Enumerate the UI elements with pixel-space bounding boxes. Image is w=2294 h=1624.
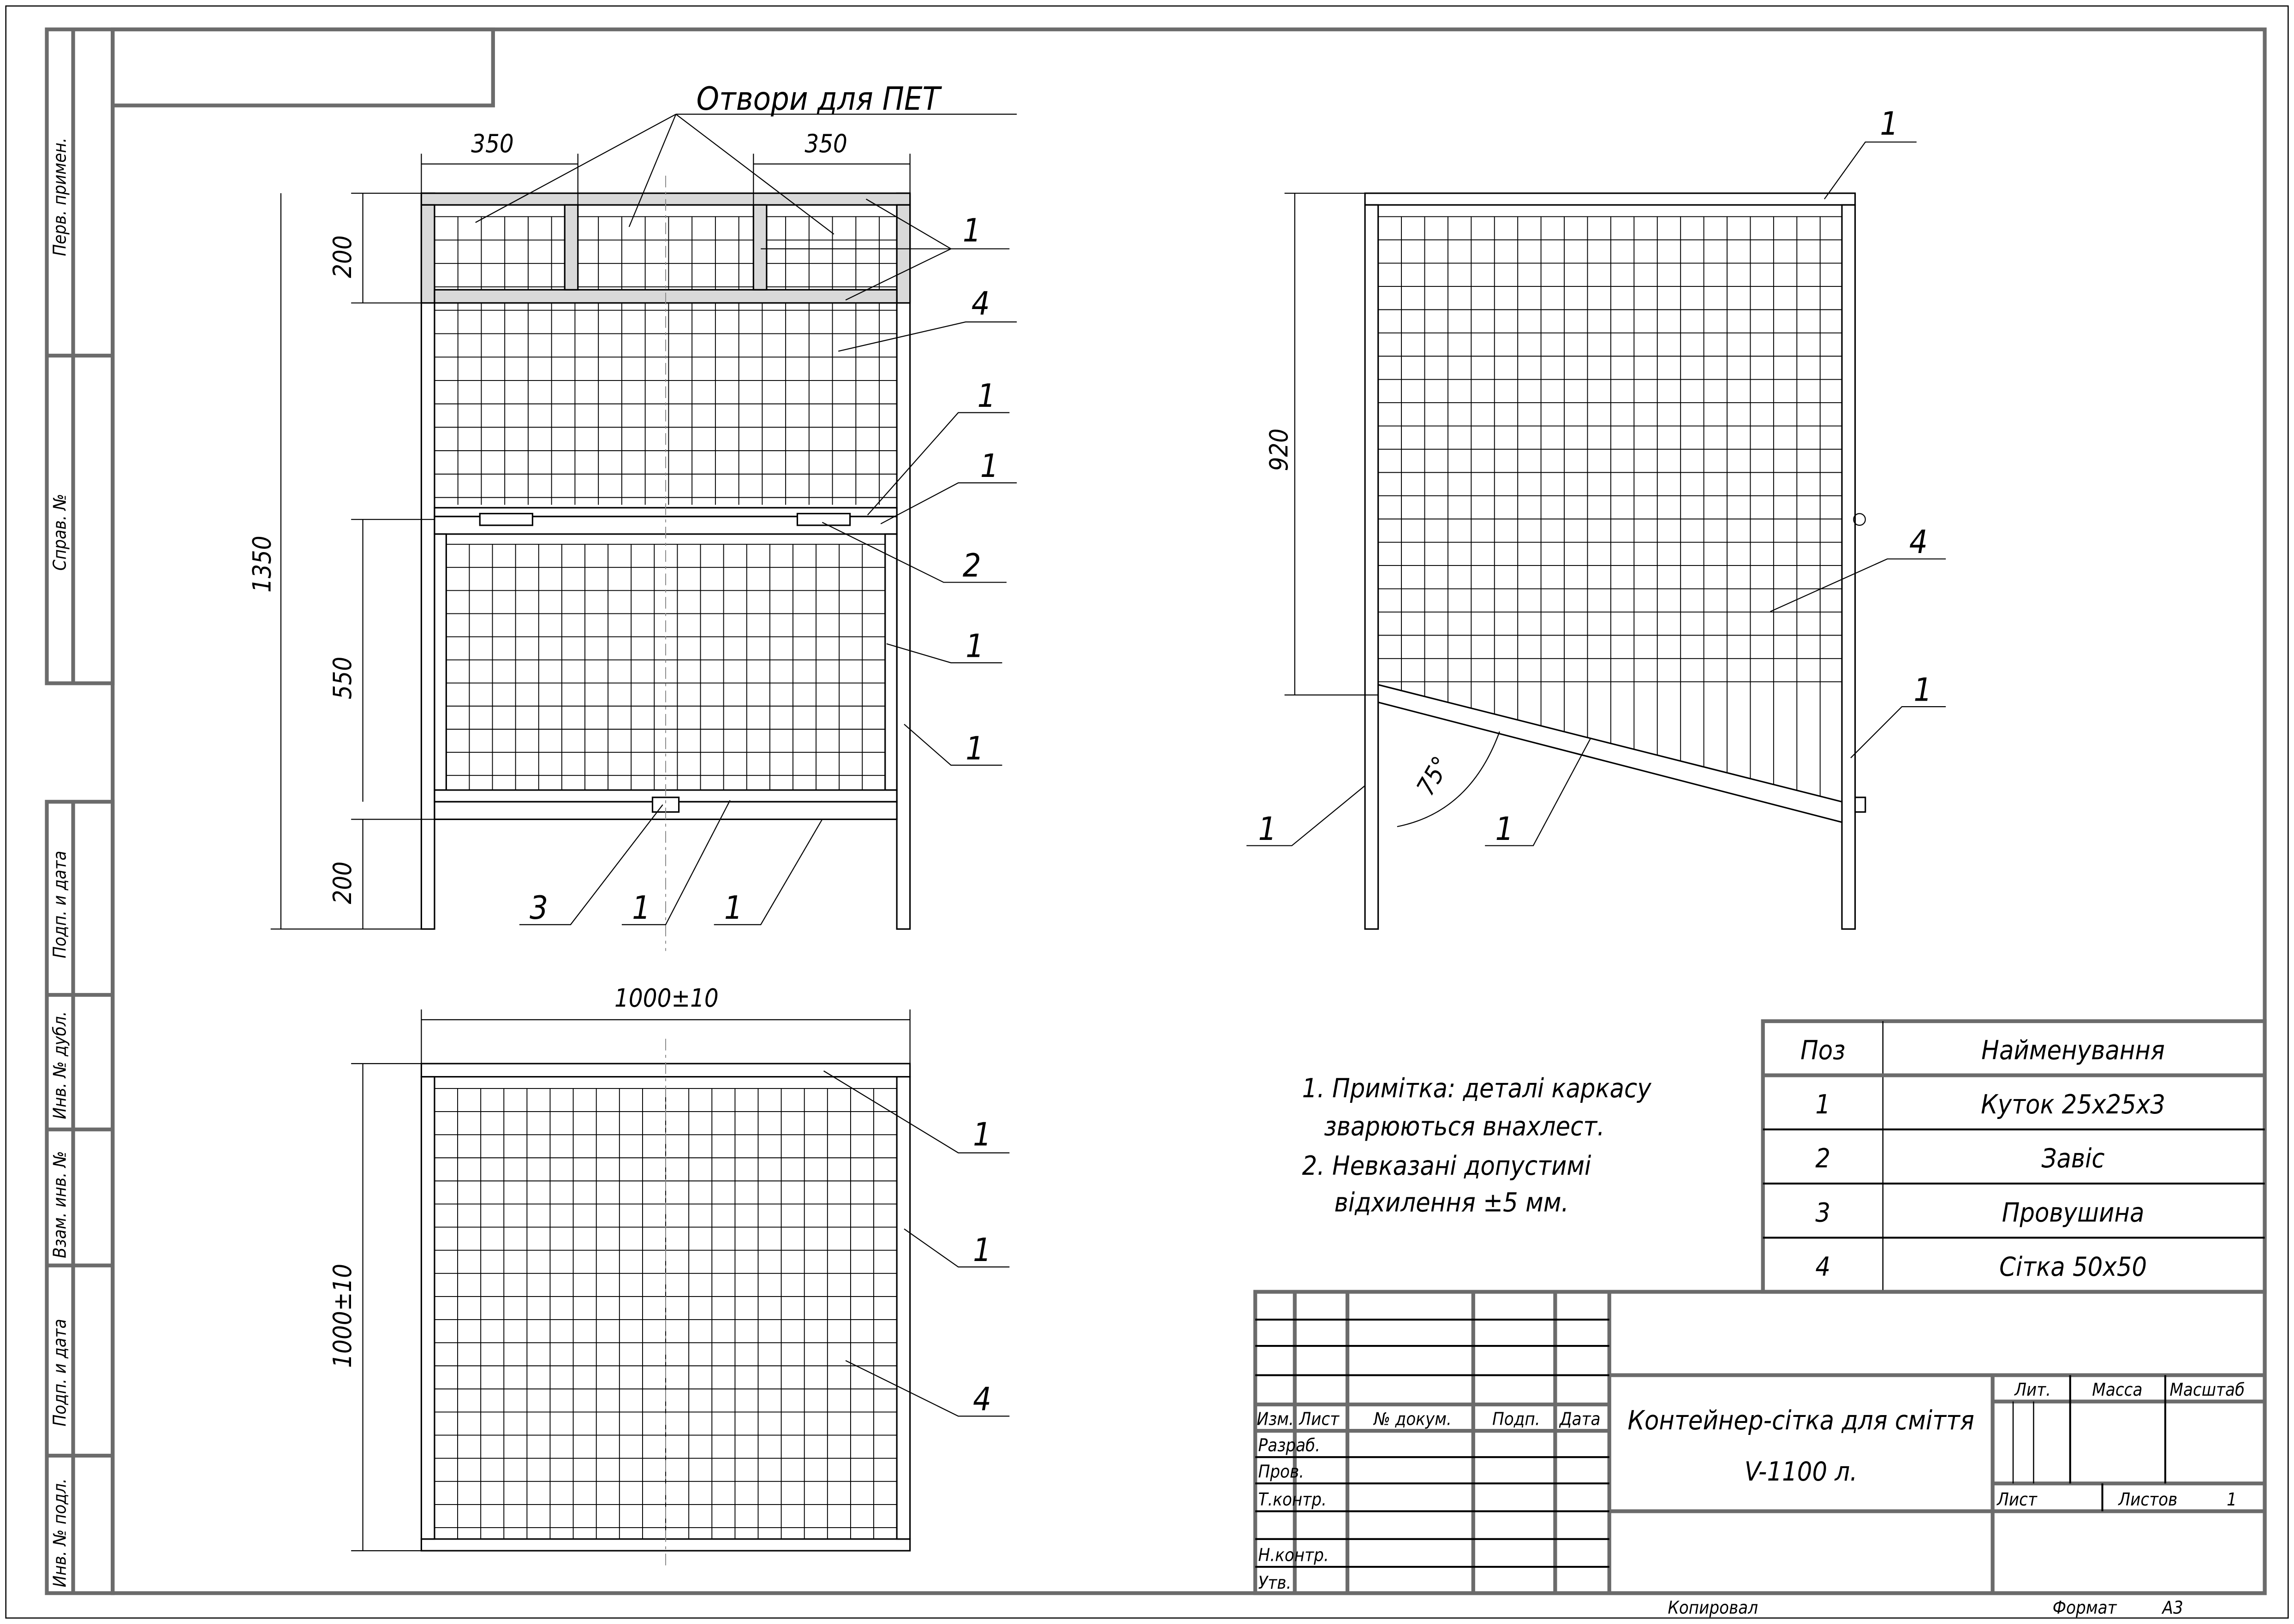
callout: 1 [963,212,981,250]
header-pos: Поз [1800,1035,1845,1065]
callout: 3 [530,889,548,927]
format-value: А3 [2162,1598,2183,1618]
role-label: Разраб. [1258,1435,1321,1455]
dim-side-height: 920 [1264,428,1293,471]
dim-top-depth: 1000±10 [328,1264,357,1368]
col-label: Изм. [1257,1409,1294,1429]
lit-label: Лит. [2014,1380,2051,1400]
hinge [796,512,851,526]
role-label: Н.контр. [1258,1545,1329,1565]
callout: 1 [973,1116,991,1154]
copied-label: Копировал [1668,1598,1758,1618]
title-block: Изм. Лист № докум. Подп. Дата Разраб. Пр… [1253,1290,2267,1618]
side-label: Справ. № [50,494,70,571]
cell-pos: 3 [1815,1198,1830,1228]
col-label: Подп. [1492,1409,1540,1429]
dim-width-left: 350 [471,129,514,158]
note-line: зварюються внахлест. [1324,1111,1604,1142]
parts-table: Поз Найменування 1 Куток 25х25х3 2 Завіс… [1761,1019,2267,1294]
front-view: Отвори для ПЕТ 350 350 200 1350 550 200 … [248,80,1017,951]
col-label: Лист [1299,1409,1340,1429]
drawing-subtitle: V-1100 л. [1745,1457,1858,1487]
side-label: Подп. и дата [50,851,70,958]
cell-pos: 4 [1815,1252,1830,1282]
sheets-label: Листов [2118,1489,2177,1510]
cell-name: Куток 25х25х3 [1981,1089,2165,1120]
callout: 4 [1909,523,1928,561]
header-name: Найменування [1981,1035,2165,1065]
side-top-bar [1364,192,1856,206]
callout: 2 [963,547,981,584]
callout: 1 [973,1231,991,1269]
hinge [479,512,534,526]
callout: 1 [965,730,984,767]
callout: 1 [980,447,999,485]
callout: 1 [1880,105,1898,143]
role-label: Т.контр. [1258,1489,1327,1510]
mesh-side [1377,216,1842,797]
side-right-post [1841,204,1856,930]
note-line: відхилення ±5 мм. [1334,1187,1568,1218]
scale-label: Масштаб [2169,1380,2245,1400]
pet-divider [564,204,579,291]
pet-divider [752,204,768,291]
dim-leg-height: 200 [328,862,357,904]
dim-door-height: 550 [328,657,357,700]
dim-total-height: 1350 [248,535,277,592]
callout: 4 [973,1381,991,1418]
callout: 1 [724,889,743,927]
callout: 1 [965,627,984,665]
callout: 1 [977,377,996,415]
drawing-title: Контейнер-сітка для сміття [1628,1405,1974,1436]
side-label: Инв. № дубл. [50,1011,70,1119]
side-label: Перв. примен. [50,137,70,256]
angle-label: 75° [1411,751,1456,800]
side-left-post [1364,204,1379,930]
top-left-box [111,27,495,107]
cell-name: Завіс [2042,1143,2105,1174]
sheet-label: Лист [1996,1489,2038,1510]
note-line: 1. Примітка: деталі каркасу [1302,1073,1652,1104]
role-label: Пров. [1258,1462,1304,1482]
cell-name: Сітка 50х50 [1999,1252,2147,1282]
col-label: № докум. [1373,1409,1452,1429]
pet-holes-label: Отвори для ПЕТ [697,80,942,118]
side-diagonal-bar [1377,684,1843,823]
callout: 1 [1258,810,1277,848]
dim-top-width: 1000±10 [614,983,719,1012]
top-view: 1000±10 1000±10 1 1 4 [328,983,1010,1565]
outer-border [5,5,2289,1619]
cell-pos: 1 [1815,1089,1830,1120]
callout: 1 [1495,810,1513,848]
notes: 1. Примітка: деталі каркасу зварюються в… [1302,1073,1652,1218]
mass-label: Масса [2092,1380,2142,1400]
cell-name: Провушина [2002,1198,2145,1228]
side-strip: Перв. примен. Справ. № Подп. и дата Инв.… [45,27,115,1595]
note-line: 2. Невказані допустимі [1302,1151,1591,1181]
side-label: Инв. № подл. [50,1478,70,1587]
callout: 4 [971,285,990,322]
col-label: Дата [1559,1409,1601,1429]
dim-width-right: 350 [804,129,847,158]
format-label: Формат [2053,1598,2117,1618]
mesh-top [434,1088,898,1539]
side-label: Подп. и дата [50,1319,70,1426]
side-label: Взам. инв. № [50,1151,70,1258]
callout: 1 [632,889,650,927]
sheets-count: 1 [2227,1489,2237,1510]
cell-pos: 2 [1815,1143,1830,1174]
callout: 1 [1913,671,1932,708]
role-label: Утв. [1258,1573,1292,1593]
side-view: 920 75° 1 4 1 1 1 [1246,105,1946,930]
dim-top-height: 200 [328,235,357,278]
